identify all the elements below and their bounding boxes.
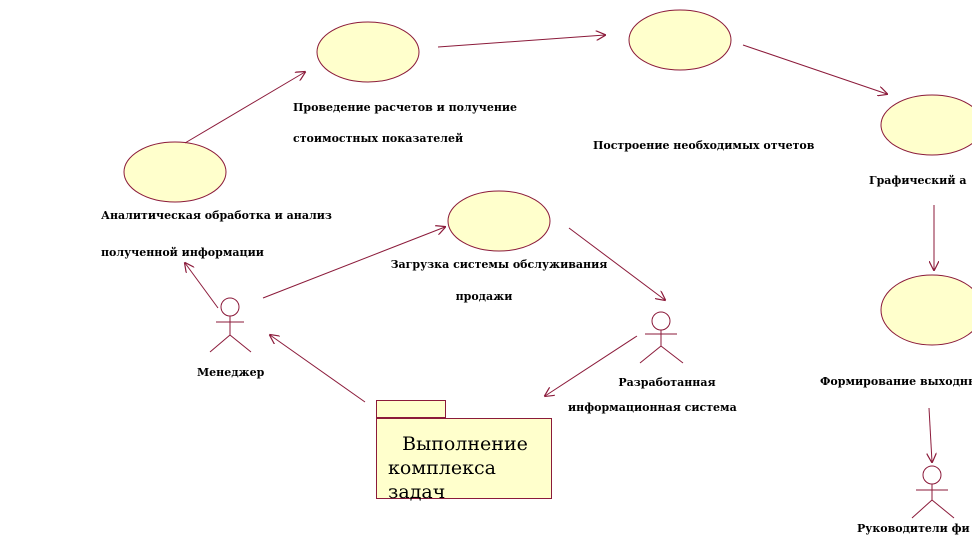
actor-system-label-line1: Разработанная (618, 376, 716, 389)
actor-system-figure (639, 311, 684, 364)
usecase-reports-label: Построение необходимых отчетов (593, 139, 815, 152)
usecase-load-label-line2: продажи (455, 290, 513, 303)
arrow-analysis-to-calc (184, 72, 305, 144)
usecase-reports-ellipse (628, 9, 732, 71)
usecase-load-ellipse (447, 190, 551, 252)
package-tab (376, 400, 446, 418)
usecase-load-label-line1: Загрузка системы обслуживания (390, 258, 608, 271)
usecase-calc-label-line2: стоимостных показателей (293, 132, 464, 145)
actor-system-label-line2: информационная система (568, 401, 737, 414)
arrow-system-to-package (545, 335, 638, 396)
usecase-output-ellipse (880, 274, 972, 346)
package-title-line2: комплекса задач (388, 457, 496, 503)
arrow-manager-to-load (262, 227, 445, 299)
usecase-calc-ellipse (316, 21, 420, 83)
usecase-analysis-label-line2: полученной информации (101, 246, 264, 259)
arrow-output-to-heads (929, 407, 932, 462)
package-body (376, 418, 552, 499)
usecase-graph-label: Графический а (869, 174, 967, 187)
actor-heads-figure (911, 465, 955, 519)
usecase-output-label: Формирование выходных д (820, 375, 972, 388)
package-title: Выполнение комплекса задач (380, 432, 550, 504)
arrow-calc-to-reports (437, 35, 605, 48)
usecase-analysis-label-line1: Аналитическая обработка и анализ (101, 209, 332, 222)
usecase-graph-ellipse (880, 94, 972, 156)
package-title-line1: Выполнение (402, 433, 528, 455)
actor-heads-label: Руководители фи (857, 522, 970, 535)
usecase-calc-label-line1: Проведение расчетов и получение (293, 101, 518, 114)
usecase-analysis-ellipse (123, 141, 227, 203)
actor-manager-label: Менеджер (197, 366, 265, 379)
arrow-package-to-manager (270, 335, 366, 403)
arrow-reports-to-graph (742, 44, 887, 94)
arrow-manager-to-analysis (185, 263, 219, 309)
actor-manager-figure (209, 297, 252, 353)
arrow-load-to-system (568, 227, 665, 300)
